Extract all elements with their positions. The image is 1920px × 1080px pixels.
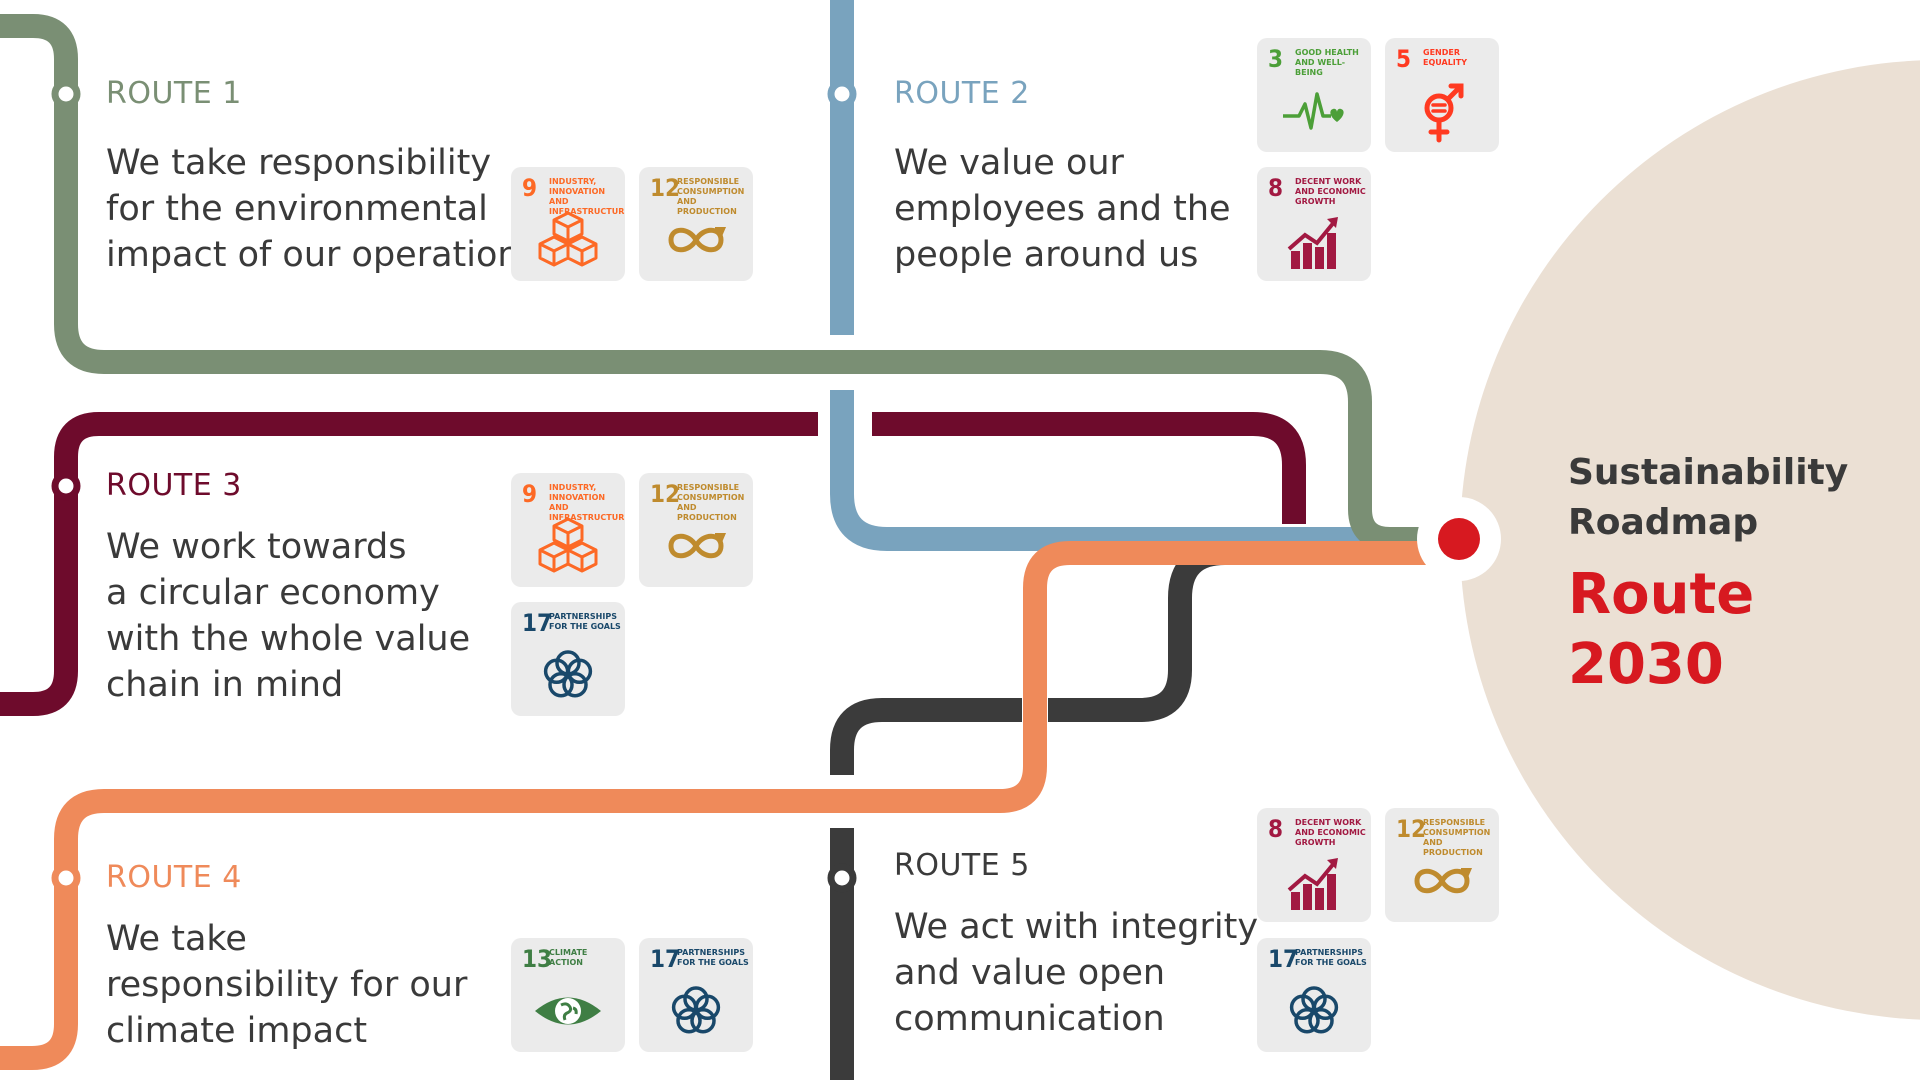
eye-globe-icon [535,997,601,1025]
route-2-label: ROUTE 2 [894,76,1030,111]
sdg17-card: 17 Partnerships for the goals [1257,938,1371,1052]
infinity-icon [1414,868,1473,894]
sdg12-card: 12 Responsible consumption and productio… [639,473,753,587]
destination-dot [1438,518,1480,560]
flower-rings-icon [671,986,721,1034]
route-4-line [0,541,1440,1070]
cubes-icon [538,211,598,267]
route-1-station [51,79,81,109]
flower-rings-icon [1289,986,1339,1034]
heartbeat-icon [1283,92,1344,130]
route-3-line-right [872,412,1306,524]
sdg8-card: 8 Decent work and economic growth [1257,808,1371,922]
infinity-icon [668,227,727,253]
route-4-label: ROUTE 4 [106,860,242,895]
route-5-line-left [830,698,1022,775]
route-2-station [827,79,857,109]
route-1-line [0,14,1430,551]
gender-equality-icon [1424,83,1464,143]
route-5-label: ROUTE 5 [894,848,1030,883]
sdg5-card: 5 Gender equality [1385,38,1499,152]
growth-chart-icon [1287,858,1338,910]
route-4-station [51,863,81,893]
roadmap-title: Sustainability Roadmap [1568,452,1849,543]
sdg8-card: 8 Decent work and economic growth [1257,167,1371,281]
route-3-label: ROUTE 3 [106,468,242,503]
route-1-label: ROUTE 1 [106,76,242,111]
sdg3-card: 3 Good health and well-being [1257,38,1371,152]
cubes-icon [538,517,598,573]
growth-chart-icon [1287,217,1338,269]
infinity-icon [668,533,727,559]
route-5-line [1048,541,1425,722]
route-3-station [51,471,81,501]
sdg12-card: 12 Responsible consumption and productio… [1385,808,1499,922]
route-3-line [0,412,818,716]
sdg12-card: 12 Responsible consumption and productio… [639,167,753,281]
sdg9-card: 9 Industry, innovation and infrastructur… [511,473,625,587]
route-5-station [827,863,857,893]
sdg17-card: 17 Partnerships for the goals [511,602,625,716]
route-2030-title: Route 2030 [1568,562,1755,697]
route-2-line-lower [830,390,1425,551]
beige-backdrop [1460,60,1920,1020]
flower-rings-icon [543,650,593,698]
sdg9-card: 9 Industry, innovation and infrastructur… [511,167,625,281]
sdg13-card: 13 Climate action [511,938,625,1052]
sdg17-card: 17 Partnerships for the goals [639,938,753,1052]
